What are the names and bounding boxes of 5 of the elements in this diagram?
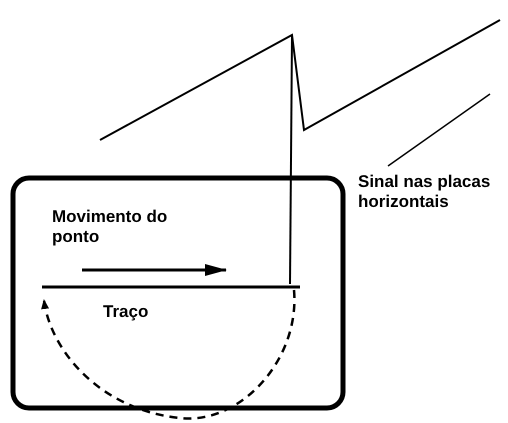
motion-label: Movimento do ponto <box>52 207 168 247</box>
signal-caption: Sinal nas placas horizontais <box>358 172 506 212</box>
trace-label: Traço <box>103 302 150 322</box>
leader-line <box>388 93 490 167</box>
sawtooth-waveform <box>100 19 500 141</box>
